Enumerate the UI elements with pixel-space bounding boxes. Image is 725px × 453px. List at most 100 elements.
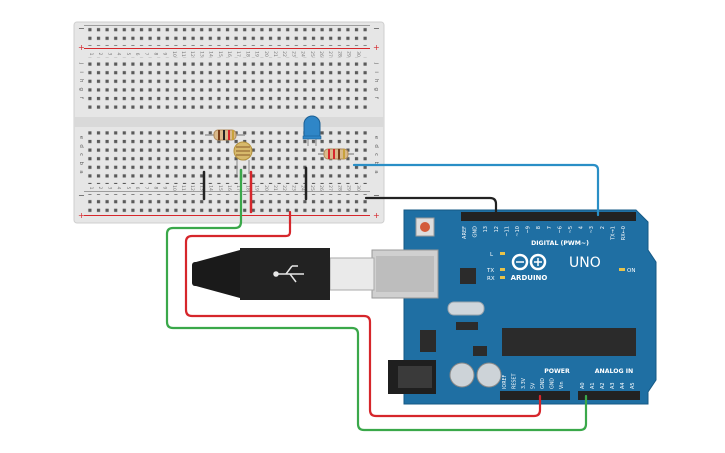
column-number: 12 xyxy=(189,51,195,57)
column-number: 29 xyxy=(346,51,352,57)
resistor-top[interactable] xyxy=(205,129,245,141)
row-letter: j xyxy=(373,62,379,65)
row-letter: e xyxy=(78,136,84,140)
analog-pin-label: A3 xyxy=(610,382,616,389)
column-number: 25 xyxy=(309,51,315,57)
column-number: 8 xyxy=(152,187,158,190)
column-number: 22 xyxy=(281,51,287,57)
column-number: 19 xyxy=(254,185,260,191)
column-number: 27 xyxy=(327,51,333,57)
column-number: 7 xyxy=(143,187,149,190)
power-pin-label: GND xyxy=(540,378,546,389)
power-pin-label: RESET xyxy=(512,374,518,389)
power-pin-label: IOREF xyxy=(502,374,508,389)
resistor-bottom[interactable] xyxy=(318,148,354,160)
rail-plus-label-right: + xyxy=(373,43,380,52)
photoresistor[interactable] xyxy=(233,141,253,174)
rail-bottom-holes xyxy=(86,194,370,213)
row-letter: j xyxy=(78,62,84,65)
analog-pin-label: A5 xyxy=(630,382,636,389)
row-letter: g xyxy=(373,88,379,92)
column-number: 10 xyxy=(171,51,177,57)
row-letter: a xyxy=(373,170,379,173)
wire-green-a0[interactable] xyxy=(165,174,588,432)
column-number: 16 xyxy=(226,185,232,191)
terminal-top-holes xyxy=(86,57,370,110)
row-letter: h xyxy=(373,79,379,83)
column-number: 4 xyxy=(116,187,122,190)
led-tx-label: TX xyxy=(486,268,494,274)
digital-pin-label: 12 xyxy=(494,226,500,232)
column-number: 23 xyxy=(290,185,296,191)
column-number: 26 xyxy=(318,51,324,57)
column-number: 11 xyxy=(180,51,186,57)
digital-pin-label: ~6 xyxy=(557,226,563,233)
column-number: 13 xyxy=(198,51,204,57)
analog-pin-label: A0 xyxy=(580,382,586,389)
rail-minus-label-right: − xyxy=(373,24,380,33)
column-number: 6 xyxy=(134,187,140,190)
digital-pin-label: ~9 xyxy=(526,226,532,233)
column-number: 6 xyxy=(134,53,140,56)
power-pin-label: 3.3V xyxy=(521,377,527,389)
column-number: 18 xyxy=(244,51,250,57)
digital-label: DIGITAL (PWM~) xyxy=(531,240,589,247)
rail-plus-label: + xyxy=(78,43,85,52)
analog-header[interactable] xyxy=(578,391,640,400)
column-number: 21 xyxy=(272,51,278,57)
rail-plus-label-bottom: + xyxy=(78,211,85,220)
power-pin-label: GND xyxy=(550,378,556,389)
row-letter: g xyxy=(78,88,84,92)
rail-top-holes xyxy=(86,27,370,46)
power-header[interactable] xyxy=(500,391,570,400)
row-letter: c xyxy=(78,153,84,156)
digital-pin-label: TX→1 xyxy=(610,226,616,241)
atmega-chip xyxy=(502,328,636,356)
column-number: 3 xyxy=(106,187,112,190)
digital-header[interactable] xyxy=(461,212,636,221)
row-letter: b xyxy=(78,162,84,166)
column-number: 16 xyxy=(226,51,232,57)
column-number: 22 xyxy=(281,185,287,191)
column-number: 12 xyxy=(189,185,195,191)
column-number: 1 xyxy=(88,53,94,56)
wire-black-gnd[interactable] xyxy=(364,196,498,217)
wire-red-5v[interactable] xyxy=(184,210,542,418)
led-rx-label: RX xyxy=(487,276,495,282)
column-number: 2 xyxy=(97,187,103,190)
row-letter: f xyxy=(78,97,84,100)
wire-blue-digital[interactable] xyxy=(352,163,600,217)
column-number: 13 xyxy=(198,185,204,191)
column-number: 7 xyxy=(143,53,149,56)
usb-chip xyxy=(460,268,476,284)
capacitor-1 xyxy=(449,362,475,388)
column-number: 23 xyxy=(290,51,296,57)
analog-pin-label: A4 xyxy=(620,382,626,389)
column-number: 20 xyxy=(263,51,269,57)
column-number: 3 xyxy=(106,53,112,56)
column-number: 28 xyxy=(336,185,342,191)
analog-label: ANALOG IN xyxy=(595,368,633,375)
rail-plus-label-bottom-right: + xyxy=(373,211,380,220)
column-number: 5 xyxy=(125,53,131,56)
digital-pin-label: AREF xyxy=(462,226,468,239)
led-blue[interactable] xyxy=(302,115,322,146)
led-l-label: L xyxy=(490,252,494,258)
column-number: 15 xyxy=(217,51,223,57)
usb-symbol-icon xyxy=(273,265,304,283)
usb-cable[interactable] xyxy=(192,248,439,300)
rail-minus-label-bottom: − xyxy=(78,191,85,200)
digital-pin-label: 8 xyxy=(536,226,542,229)
column-number: 8 xyxy=(152,53,158,56)
digital-pin-label: 13 xyxy=(483,226,489,232)
wires xyxy=(165,163,600,432)
digital-pin-label: ~3 xyxy=(589,226,595,233)
column-number: 17 xyxy=(235,51,241,57)
arduino-logo-icon xyxy=(511,253,547,271)
